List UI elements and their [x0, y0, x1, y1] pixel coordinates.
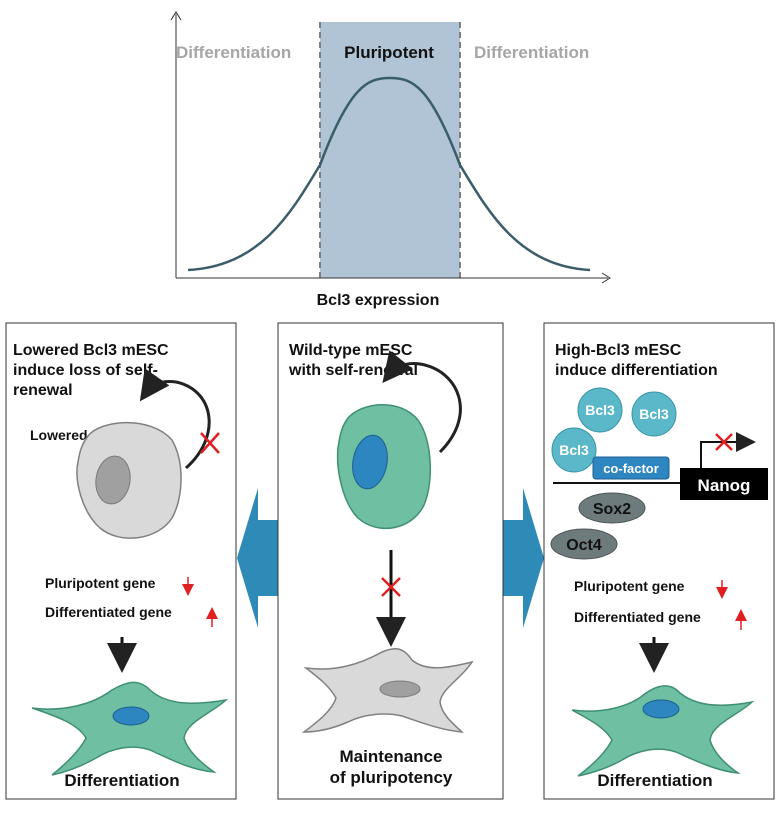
bcl3-label-1: Bcl3: [585, 402, 615, 418]
left-panel: Lowered Bcl3 mESC induce loss of self- r…: [5, 322, 237, 800]
oct4-molecule: Oct4: [550, 528, 618, 560]
pluripotent-label: Pluripotent: [344, 43, 434, 62]
left-panel-title-line-1: Lowered Bcl3 mESC: [13, 342, 169, 359]
left-panel-title-line-3: renewal: [13, 382, 73, 399]
cofactor-label: co-factor: [603, 461, 659, 476]
right-panel-title-line-1: High-Bcl3 mESC: [555, 342, 682, 359]
nanog-gene-box: Nanog: [680, 468, 768, 500]
bcl3-molecule-1: Bcl3: [577, 387, 623, 433]
right-panel-title-line-2: induce differentiation: [555, 362, 718, 379]
nanog-label: Nanog: [698, 476, 751, 495]
left-panel-title-line-2: induce loss of self-: [13, 362, 158, 379]
expression-chart: Differentiation Pluripotent Differentiat…: [170, 11, 611, 309]
right-differentiated-nucleus: [642, 699, 680, 719]
sox2-molecule: Sox2: [578, 492, 646, 524]
nanog-block-x: [715, 433, 733, 451]
transcription-start-arrow: [700, 432, 756, 468]
bcl3-molecule-2: Bcl3: [631, 391, 677, 437]
bcl3-label-3: Bcl3: [559, 442, 589, 458]
center-gray-nucleus: [379, 680, 421, 698]
left-self-renewal-arrow: [139, 368, 211, 470]
right-pluripotent-gene-label: Pluripotent gene: [574, 578, 685, 594]
left-panel-border: [5, 322, 237, 800]
right-outcome-label: Differentiation: [597, 771, 712, 790]
right-panel: High-Bcl3 mESC induce differentiation Bc…: [543, 322, 775, 800]
cofactor-box: co-factor: [592, 456, 670, 480]
gray-cell-nucleus: [95, 455, 131, 505]
x-axis-arrowhead: [601, 272, 611, 284]
pluripotent-band: [320, 22, 460, 278]
expression-curve: [187, 76, 591, 272]
center-panel-border: [277, 322, 504, 800]
right-direction-arrow: [503, 488, 544, 628]
center-outcome-line-1: Maintenance: [340, 747, 443, 766]
left-differentiated-gene-label: Differentiated gene: [45, 604, 172, 620]
y-axis-arrowhead: [170, 11, 182, 21]
right-panel-border: [543, 322, 775, 800]
center-panel-title-line-2: with self-renewal: [288, 362, 418, 379]
x-axis-label: Bcl3 expression: [317, 292, 440, 309]
bcl3-label-2: Bcl3: [639, 406, 669, 422]
center-panel-title-line-1: Wild-type mESC: [289, 342, 413, 359]
center-differentiation-block-x: [381, 577, 401, 597]
green-cell-nucleus: [352, 434, 388, 490]
left-renewal-block-x: [200, 432, 220, 454]
left-outcome-label: Differentiation: [64, 771, 179, 790]
sox2-label: Sox2: [593, 501, 631, 518]
center-panel: Wild-type mESC with self-renewal Mainten…: [277, 322, 504, 800]
right-differentiation-label: Differentiation: [474, 43, 589, 62]
center-self-renewal-arrow: [382, 350, 462, 454]
left-direction-arrow: [237, 488, 278, 628]
left-differentiated-nucleus: [112, 706, 150, 726]
left-differentiation-label: Differentiation: [176, 43, 291, 62]
center-outcome-line-2: of pluripotency: [330, 768, 453, 787]
right-differentiated-gene-label: Differentiated gene: [574, 609, 701, 625]
left-differentiated-cell: [31, 681, 229, 776]
left-pluripotent-gene-label: Pluripotent gene: [45, 575, 156, 591]
oct4-label: Oct4: [566, 537, 602, 554]
right-differentiated-cell: [571, 685, 755, 777]
bcl3-molecule-3: Bcl3: [551, 427, 597, 473]
